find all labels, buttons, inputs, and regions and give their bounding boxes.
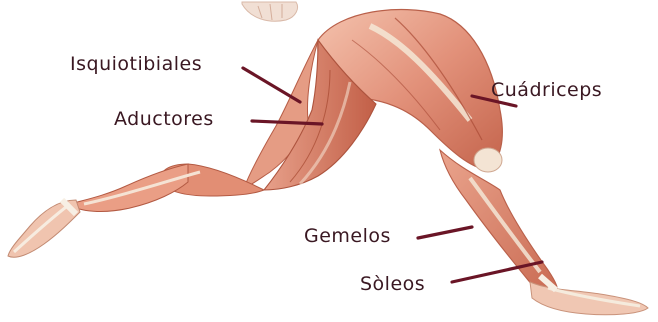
label-aductores: Aductores — [114, 110, 214, 129]
front-leg-shape — [318, 10, 648, 315]
leader-line-gemelos — [418, 227, 472, 238]
label-cuadriceps: Cuádriceps — [491, 81, 602, 100]
label-isquiotibiales: Isquiotibiales — [70, 55, 202, 74]
hand-shape — [242, 2, 298, 21]
label-gemelos: Gemelos — [304, 227, 391, 246]
leader-line-isquiotibiales — [243, 68, 300, 102]
label-soleos: Sòleos — [360, 275, 425, 294]
